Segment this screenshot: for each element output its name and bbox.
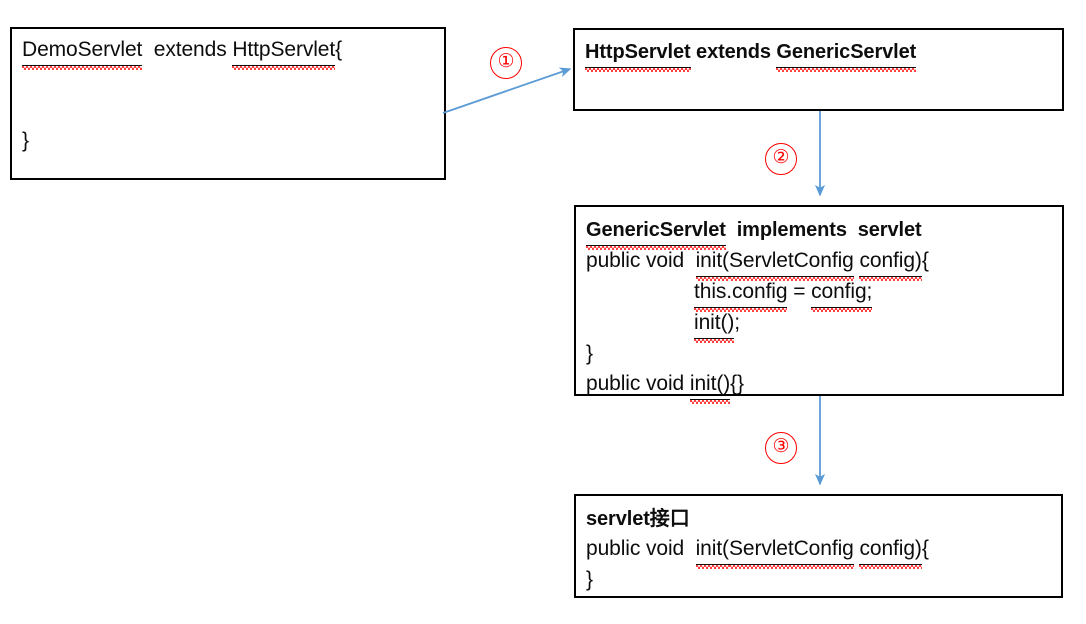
- code-text: public void: [586, 249, 696, 272]
- code-line: }: [22, 129, 29, 152]
- code-text: ;: [734, 311, 740, 334]
- code-text: extends: [142, 38, 233, 61]
- code-text: public void: [586, 537, 696, 560]
- code-line: public void init(ServletConfig config){: [586, 246, 1062, 281]
- code-line: DemoServlet extends HttpServlet{: [22, 35, 444, 70]
- code-text: =: [787, 280, 812, 303]
- code-text: extends: [690, 41, 777, 63]
- token-init: init(): [689, 369, 731, 404]
- step-marker-1: ①: [490, 47, 522, 79]
- code-text: {: [921, 249, 929, 272]
- token-httpservlet: HttpServlet: [585, 37, 691, 72]
- token-init: init(: [695, 246, 730, 281]
- token-servletconfig: ServletConfig: [728, 534, 854, 569]
- step-marker-3: ③: [765, 432, 797, 464]
- box-http-servlet[interactable]: HttpServlet extends GenericServlet: [573, 28, 1064, 111]
- code-text: {: [335, 38, 343, 61]
- token-genericservlet: GenericServlet: [586, 215, 726, 250]
- box-generic-servlet[interactable]: GenericServlet implements servlet public…: [574, 205, 1064, 404]
- token-httpservlet: HttpServlet: [232, 35, 335, 70]
- token-genericservlet: GenericServlet: [776, 37, 916, 72]
- token-config: config): [859, 534, 923, 569]
- box-demo-servlet-body: DemoServlet extends HttpServlet{ }: [12, 29, 444, 156]
- code-text: public void: [586, 372, 690, 395]
- code-text: implements servlet: [725, 219, 922, 241]
- box-generic-servlet-body: GenericServlet implements servlet public…: [576, 207, 1062, 404]
- code-line: public void init(){}: [586, 369, 1062, 404]
- box-servlet-interface-body: servlet接口 public void init(ServletConfig…: [576, 496, 1061, 595]
- code-line: HttpServlet extends GenericServlet: [585, 37, 1062, 72]
- box-demo-servlet[interactable]: DemoServlet extends HttpServlet{ }: [10, 27, 446, 180]
- code-line-blank: [22, 66, 444, 96]
- box-servlet-interface[interactable]: servlet接口 public void init(ServletConfig…: [574, 494, 1063, 598]
- box-http-servlet-body: HttpServlet extends GenericServlet: [575, 30, 1062, 72]
- token-init: init(): [694, 308, 735, 343]
- step-marker-2: ②: [765, 143, 797, 175]
- code-line: public void init(ServletConfig config){: [586, 534, 1061, 569]
- token-this-config: this.config: [694, 277, 788, 312]
- code-line: servlet接口: [586, 508, 690, 530]
- code-line-blank: [22, 96, 444, 126]
- token-servletconfig: ServletConfig: [728, 246, 854, 281]
- code-text: {}: [730, 372, 744, 395]
- arrow-http-to-generic-icon: [814, 111, 826, 197]
- code-text: {: [921, 537, 929, 560]
- token-config: config;: [811, 277, 873, 312]
- code-line: }: [586, 568, 593, 591]
- token-init: init(: [695, 534, 730, 569]
- token-config: config): [859, 246, 923, 281]
- token-demoservlet: DemoServlet: [22, 35, 143, 70]
- code-line: }: [586, 342, 593, 365]
- arrow-generic-to-interface-icon: [814, 396, 826, 486]
- code-line: GenericServlet implements servlet: [586, 215, 1062, 250]
- code-line: init();: [586, 308, 1062, 343]
- code-line: this.config = config;: [586, 277, 1062, 312]
